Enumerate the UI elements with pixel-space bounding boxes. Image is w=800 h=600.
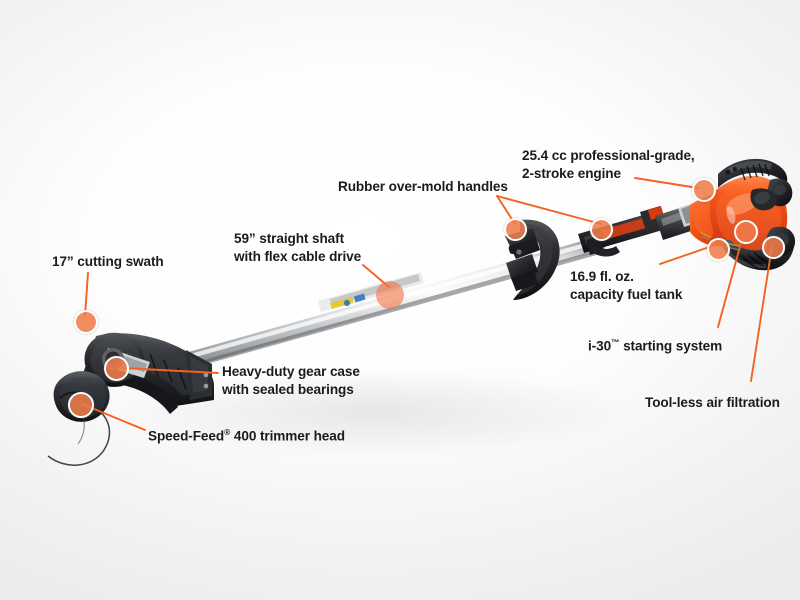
callout-label-line: 17” cutting swath bbox=[52, 254, 164, 269]
leader-line-cutting-swath bbox=[84, 272, 89, 317]
callout-label-line: i-30™ starting system bbox=[588, 337, 723, 354]
callout-label-fuel-tank: 16.9 fl. oz. capacity fuel tank bbox=[570, 268, 682, 303]
callout-label-cutting-swath: 17” cutting swath bbox=[52, 253, 164, 271]
callout-dot-handles[interactable] bbox=[504, 218, 527, 241]
callout-dot-ring bbox=[68, 392, 94, 418]
callout-dot-ring bbox=[376, 281, 404, 309]
callout-dot-engine[interactable] bbox=[692, 178, 716, 202]
callout-dot-ring bbox=[734, 220, 758, 244]
callout-dot-ring bbox=[692, 178, 716, 202]
callout-label-handles: Rubber over-mold handles bbox=[338, 178, 508, 196]
callout-dot-ring bbox=[707, 238, 730, 261]
callout-label-line: Tool-less air filtration bbox=[645, 395, 780, 410]
callout-label-line: Rubber over-mold handles bbox=[338, 179, 508, 194]
leader-line-air-filtration bbox=[750, 245, 773, 382]
callout-label-straight-shaft: 59” straight shaft with flex cable drive bbox=[234, 230, 361, 265]
callout-dot-fuel-tank[interactable] bbox=[707, 238, 730, 261]
callout-label-trimmer-head: Speed-Feed® 400 trimmer head bbox=[148, 424, 345, 445]
callout-dot-trimmer-head[interactable] bbox=[68, 392, 94, 418]
callout-label-line: 59” straight shaft bbox=[234, 231, 344, 246]
callout-dot-ring bbox=[74, 310, 98, 334]
callout-label-engine: 25.4 cc professional-grade, 2-stroke engi… bbox=[522, 147, 695, 182]
callout-dot-ring bbox=[504, 218, 527, 241]
callout-label-line: Heavy-duty gear case bbox=[222, 364, 360, 379]
callout-label-air-filtration: Tool-less air filtration bbox=[645, 394, 780, 412]
callout-label-line: with flex cable drive bbox=[234, 248, 362, 264]
callout-dot-starting-system[interactable] bbox=[734, 220, 758, 244]
callout-label-gear-case: Heavy-duty gear case with sealed bearings bbox=[222, 363, 360, 398]
trademark-glyph: ® bbox=[224, 427, 231, 437]
callout-dot-gear-case[interactable] bbox=[104, 356, 129, 381]
callout-dot-ring bbox=[104, 356, 129, 381]
trimmer-shaft bbox=[135, 236, 606, 383]
callout-dot-ring bbox=[590, 218, 613, 241]
callout-dot-air-filtration[interactable] bbox=[762, 236, 785, 259]
callout-dot-straight-shaft[interactable] bbox=[376, 281, 404, 309]
leader-line-gear-case bbox=[121, 367, 219, 374]
trademark-glyph: ™ bbox=[611, 337, 620, 347]
callout-label-line: 25.4 cc professional-grade, bbox=[522, 148, 695, 163]
callout-dot-ring bbox=[762, 236, 785, 259]
callout-label-starting-system: i-30™ starting system bbox=[588, 334, 722, 355]
callout-dot-cutting-swath[interactable] bbox=[74, 310, 98, 334]
callout-label-line: with sealed bearings bbox=[222, 381, 354, 397]
callout-dot-handles[interactable] bbox=[590, 218, 613, 241]
callout-dot-fill bbox=[376, 281, 404, 309]
callout-label-line: 16.9 fl. oz. bbox=[570, 269, 634, 284]
leader-line-engine bbox=[634, 177, 699, 189]
callout-label-line: Speed-Feed® 400 trimmer head bbox=[148, 427, 345, 444]
callout-label-line: 2-stroke engine bbox=[522, 165, 621, 181]
leader-line-starting-system bbox=[717, 231, 745, 328]
callout-label-line: capacity fuel tank bbox=[570, 286, 683, 302]
leader-line-handles bbox=[496, 195, 602, 225]
